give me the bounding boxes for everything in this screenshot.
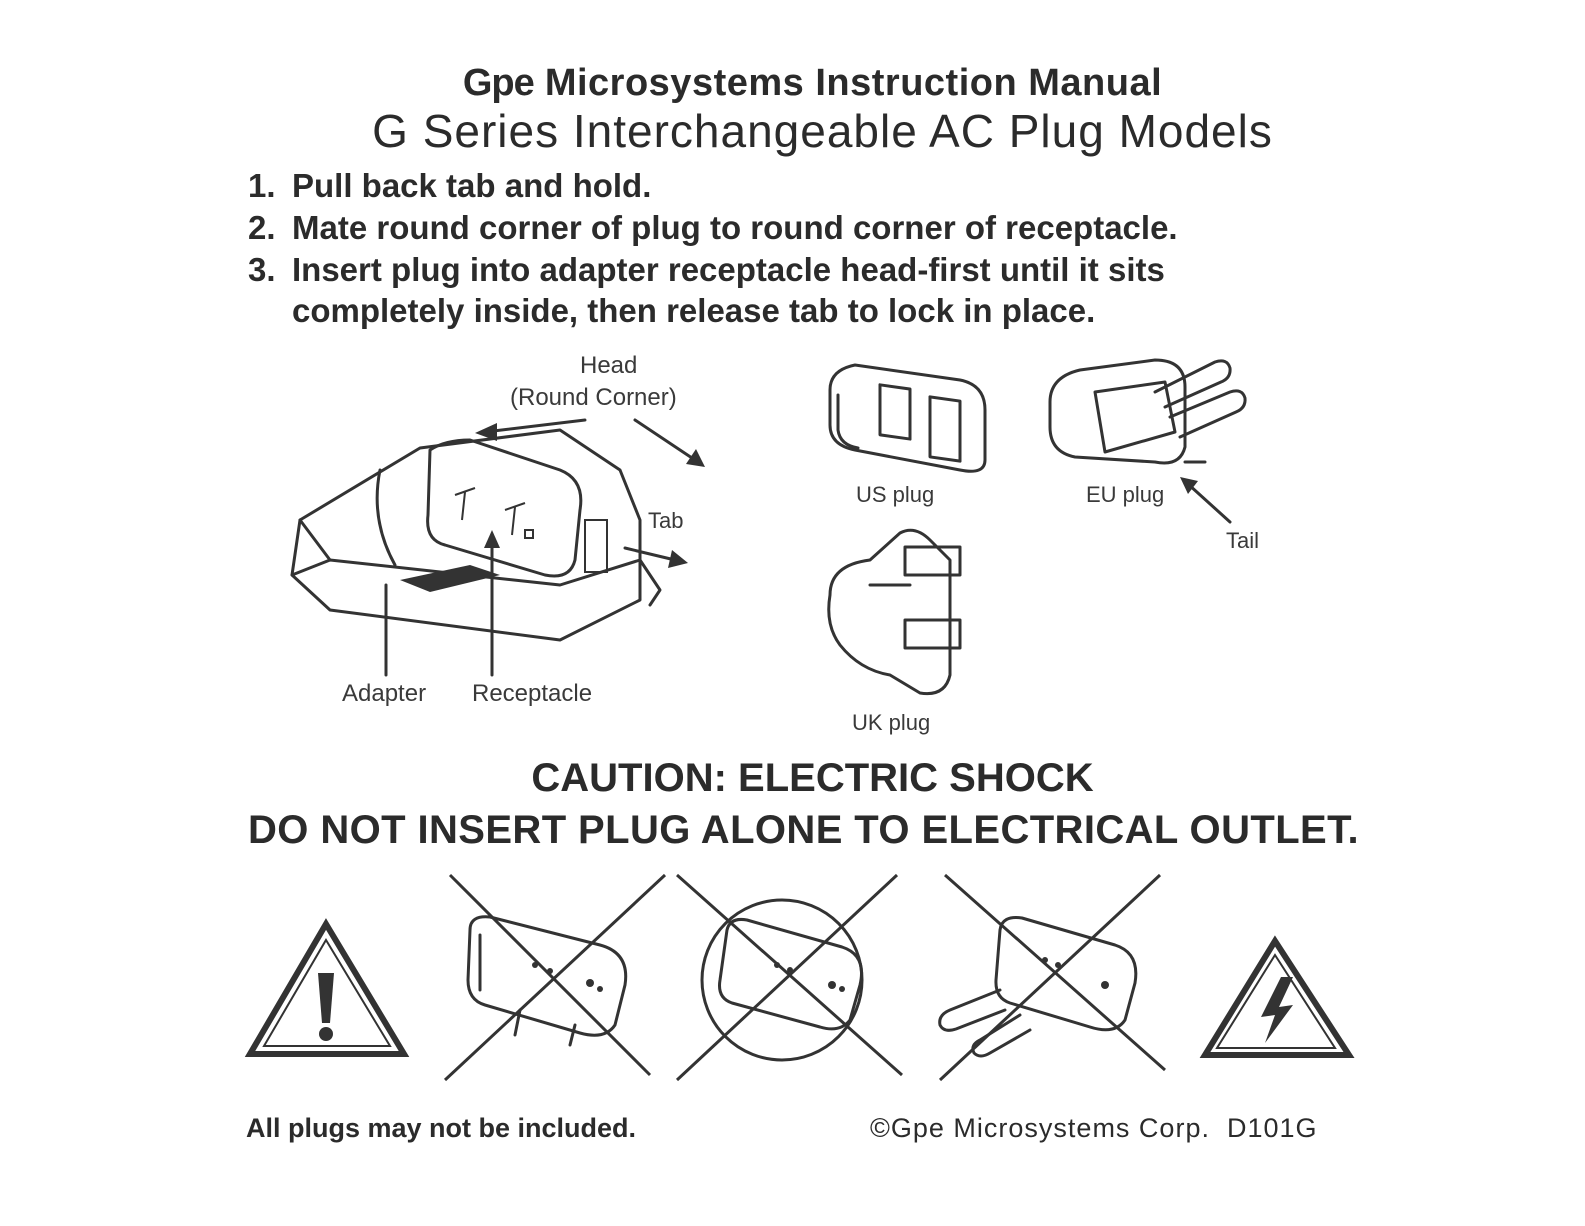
- step-1: 1.Pull back tab and hold.: [248, 167, 652, 204]
- copyright: ©Gpe Microsystems Corp. D101G: [870, 1113, 1318, 1143]
- label-head: Head: [580, 352, 638, 379]
- caution-warning: DO NOT INSERT PLUG ALONE TO ELECTRICAL O…: [248, 808, 1360, 852]
- tail-arrow: [1180, 477, 1232, 524]
- manual-subtitle: G Series Interchangeable AC Plug Models: [372, 105, 1273, 157]
- label-tail: Tail: [1226, 528, 1260, 553]
- us-plug-icon: [828, 363, 987, 473]
- step-3-continuation: completely inside, then release tab to l…: [292, 292, 1096, 329]
- eu-plug-icon: [1048, 358, 1247, 465]
- label-tab: Tab: [648, 508, 684, 533]
- crossed-us-plug-icon: [443, 873, 667, 1082]
- caution-heading: CAUTION: ELECTRIC SHOCK: [531, 756, 1094, 800]
- plugs-note: All plugs may not be included.: [246, 1113, 637, 1143]
- label-eu-plug: EU plug: [1086, 482, 1165, 507]
- electric-shock-warning-icon: [1199, 935, 1355, 1058]
- label-round-corner: (Round Corner): [510, 384, 677, 411]
- label-us-plug: US plug: [856, 482, 935, 507]
- uk-plug-icon: [827, 528, 962, 696]
- step-2: 2.Mate round corner of plug to round cor…: [248, 209, 1178, 246]
- crossed-eu-plug-icon: [938, 873, 1166, 1082]
- label-receptacle: Receptacle: [472, 680, 593, 707]
- title-rest: Microsystems Instruction Manual: [544, 62, 1163, 104]
- brand-name: Gpe: [462, 62, 535, 104]
- crossed-uk-plug-icon: [675, 873, 903, 1082]
- label-uk-plug: UK plug: [852, 710, 931, 735]
- step-3: 3.Insert plug into adapter receptacle he…: [248, 251, 1165, 288]
- manual-title: Gpe Microsystems Instruction Manual: [0, 62, 1585, 105]
- warning-exclamation-icon: [244, 918, 410, 1057]
- label-adapter: Adapter: [342, 680, 427, 707]
